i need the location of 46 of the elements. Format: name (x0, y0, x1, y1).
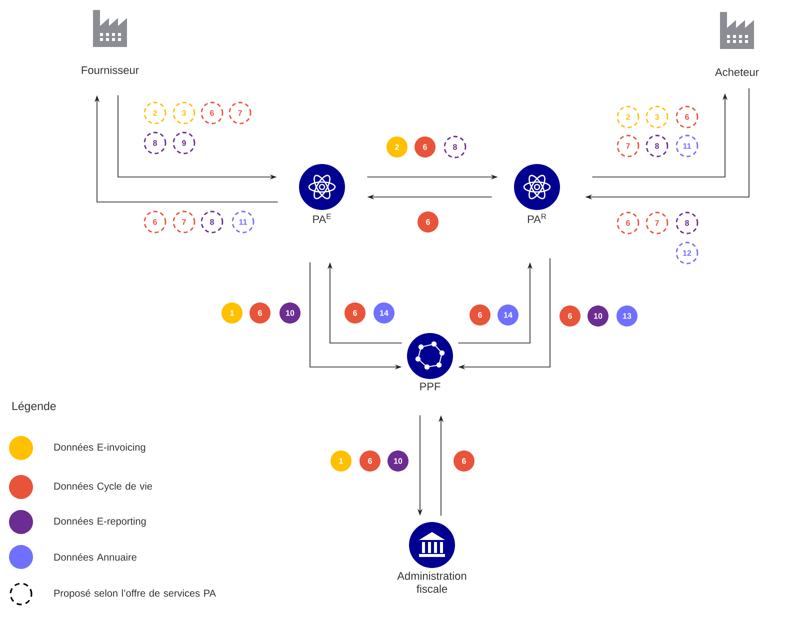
number-badge: 14 (498, 304, 518, 326)
number-badge: 1 (330, 450, 352, 472)
number-badge: 7 (646, 212, 668, 234)
legend-title: Légende (12, 402, 56, 412)
legend-text: Données E-invoicing (54, 443, 146, 453)
number-badge: 6 (360, 450, 380, 472)
number-badge: 10 (588, 306, 608, 326)
number-badge: 10 (388, 450, 408, 472)
number-badge: 6 (470, 304, 490, 326)
number-badge: 3 (646, 106, 668, 128)
number-badge: 6 (144, 210, 166, 234)
number-badge: 9 (172, 132, 196, 154)
number-badge: 1 (222, 302, 242, 324)
node-label: Acheteur (715, 68, 759, 76)
number-badge: 6 (344, 302, 366, 324)
number-badge: 6 (414, 136, 436, 158)
number-badge: 2 (144, 102, 166, 124)
number-badge: 8 (144, 132, 166, 154)
number-badge: 11 (232, 210, 254, 234)
number-badge: 6 (200, 102, 224, 124)
legend-text: Proposé selon l’offre de services PA (54, 589, 216, 599)
node-label: Fournisseur (82, 66, 139, 74)
number-badge: 7 (172, 210, 196, 234)
number-badge: 6 (454, 450, 474, 472)
number-badge: 2 (386, 136, 408, 158)
number-badge: 6 (418, 212, 438, 232)
number-badge: 3 (172, 102, 196, 124)
legend-text: Données Cycle de vie (54, 482, 152, 492)
number-badge: 8 (646, 134, 668, 158)
number-badge: 7 (616, 134, 640, 158)
number-badge: 10 (280, 302, 300, 324)
number-badge: 8 (444, 136, 466, 158)
legend-text: Données E-reporting (54, 517, 146, 527)
number-badge: 12 (676, 242, 698, 264)
number-badge: 7 (228, 102, 252, 124)
number-badge: 14 (374, 302, 394, 324)
number-badge: 6 (250, 302, 270, 324)
number-badge: 8 (200, 210, 224, 234)
number-badge: 2 (616, 106, 640, 128)
number-badge: 11 (676, 134, 698, 158)
number-badge: 8 (676, 212, 698, 234)
number-badge: 13 (616, 306, 638, 326)
number-badge: 6 (560, 306, 580, 326)
number-badge: 6 (616, 212, 640, 234)
number-badge: 6 (676, 106, 698, 128)
legend-text: Données Annuaire (54, 553, 136, 561)
